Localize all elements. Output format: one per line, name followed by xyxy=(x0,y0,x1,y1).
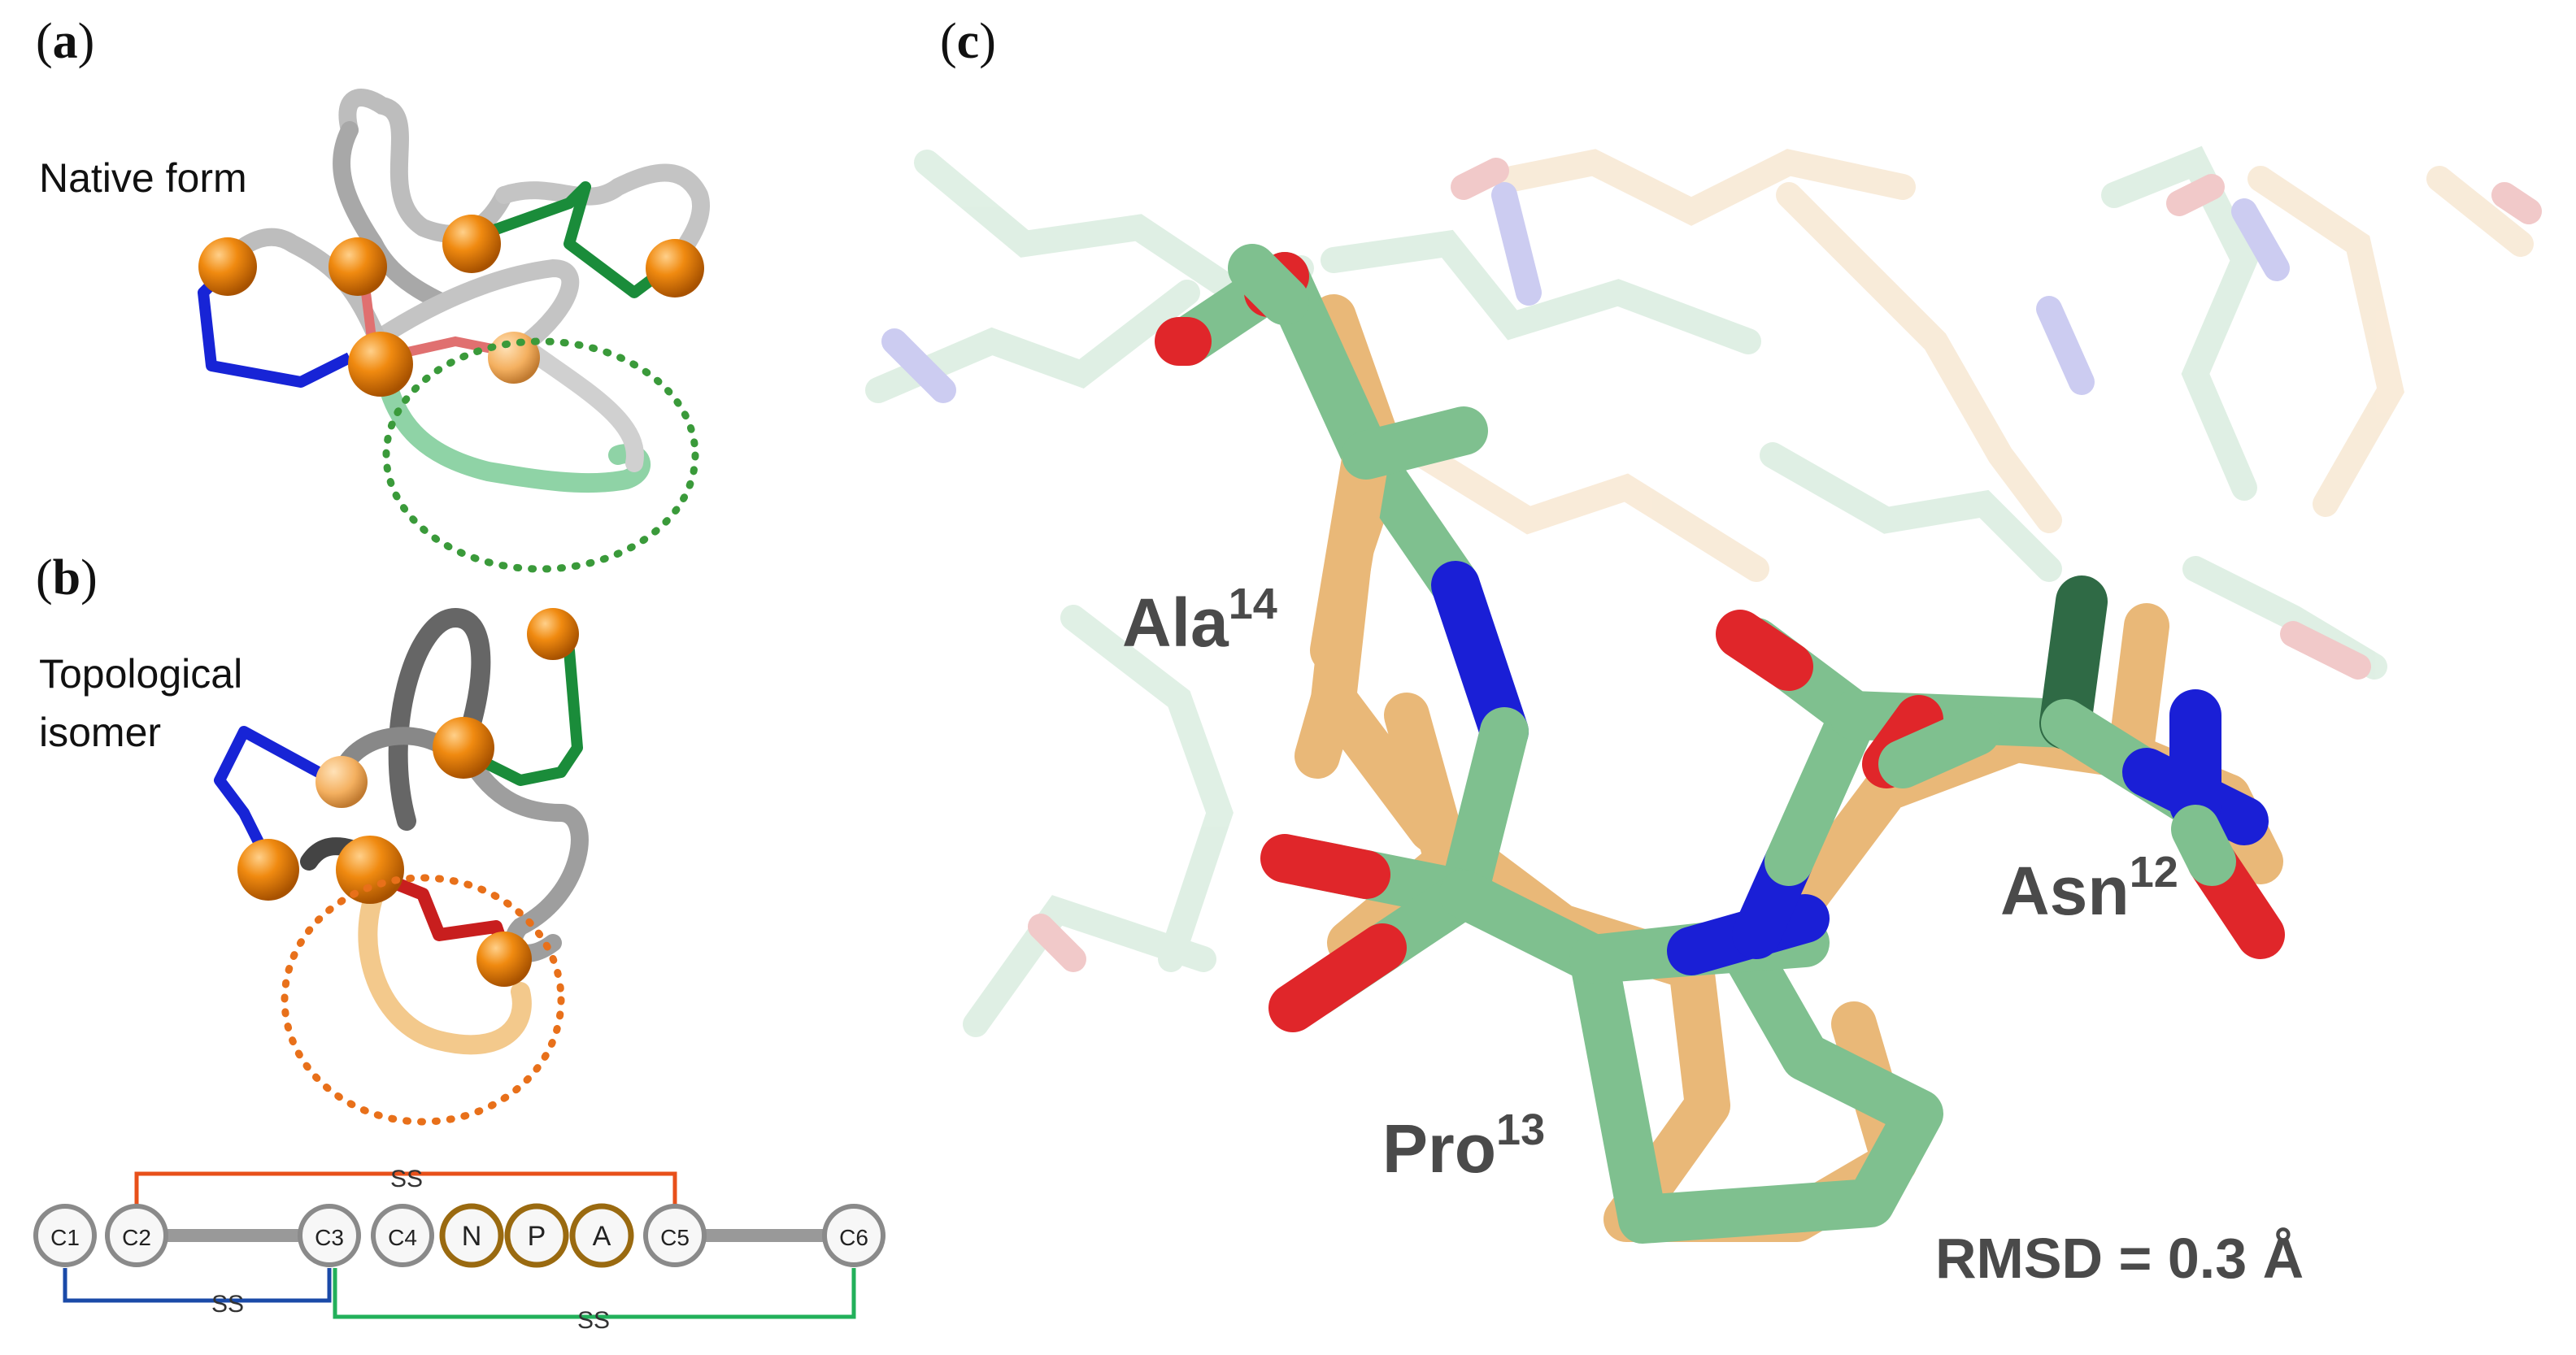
paren-open: ( xyxy=(36,550,53,606)
residue-label-pro: Pro13 xyxy=(1382,1105,1545,1187)
ss-label-top: SS xyxy=(390,1166,423,1192)
native-form-structure xyxy=(198,89,710,573)
paren-close: ) xyxy=(77,14,95,69)
green-conformer xyxy=(1155,244,2285,1244)
ss-label-bottom-left: SS xyxy=(211,1291,244,1318)
schematic-node-p xyxy=(504,1203,569,1268)
schematic-node-label: N xyxy=(462,1221,482,1252)
schematic-node-c2 xyxy=(105,1204,168,1267)
schematic-node-c6 xyxy=(822,1204,886,1267)
rmsd-label: RMSD = 0.3 Å xyxy=(1935,1227,2304,1290)
stick-model-overlay: Ala14 Asn12 Pro13 RMSD = 0.3 Å xyxy=(865,145,2542,1290)
panel-letter-c: c xyxy=(956,14,980,69)
schematic-node-n xyxy=(439,1203,504,1268)
schematic-node-c4 xyxy=(371,1204,434,1267)
schematic-node-label: A xyxy=(593,1221,611,1252)
native-form-caption: Native form xyxy=(39,155,247,201)
ss-label-bottom-right: SS xyxy=(577,1307,610,1334)
topological-isomer-caption-line2: isomer xyxy=(39,710,162,755)
panel-letter-b: b xyxy=(52,550,81,606)
panel-label-a: (a) xyxy=(36,13,94,71)
schematic-node-a xyxy=(569,1203,634,1268)
schematic-node-c5 xyxy=(643,1204,707,1267)
paren-open: ( xyxy=(36,14,53,69)
paren-close: ) xyxy=(80,550,98,606)
ss-bond-c2-c5 xyxy=(134,1171,677,1205)
ss-bond-c1-c3 xyxy=(63,1268,332,1303)
schematic-node-label: C1 xyxy=(50,1225,80,1250)
panel-label-c: (c) xyxy=(940,13,996,71)
schematic-node-label: C3 xyxy=(315,1225,344,1250)
schematic-node-label: C5 xyxy=(660,1225,690,1250)
schematic-node-c3 xyxy=(298,1204,361,1267)
panel-letter-a: a xyxy=(52,14,78,69)
disulfide-schematic: SS SS SS C1 C2 C3 C4 N P A C5 C6 xyxy=(33,1166,886,1334)
ss-bond-c4-c6 xyxy=(333,1268,856,1319)
schematic-node-c1 xyxy=(33,1204,97,1267)
paren-close: ) xyxy=(979,14,996,69)
schematic-node-label: P xyxy=(528,1221,546,1252)
schematic-node-label: C4 xyxy=(388,1225,417,1250)
topological-isomer-structure xyxy=(214,607,589,1126)
residue-label-asn: Asn12 xyxy=(2000,848,2178,929)
topological-isomer-caption-line1: Topological xyxy=(39,651,243,697)
schematic-node-label: C2 xyxy=(122,1225,151,1250)
residue-label-ala: Ala14 xyxy=(1122,580,1277,661)
paren-open: ( xyxy=(940,14,957,69)
schematic-node-label: C6 xyxy=(839,1225,868,1250)
background-structure xyxy=(865,145,2542,1037)
panel-label-b: (b) xyxy=(36,549,98,607)
